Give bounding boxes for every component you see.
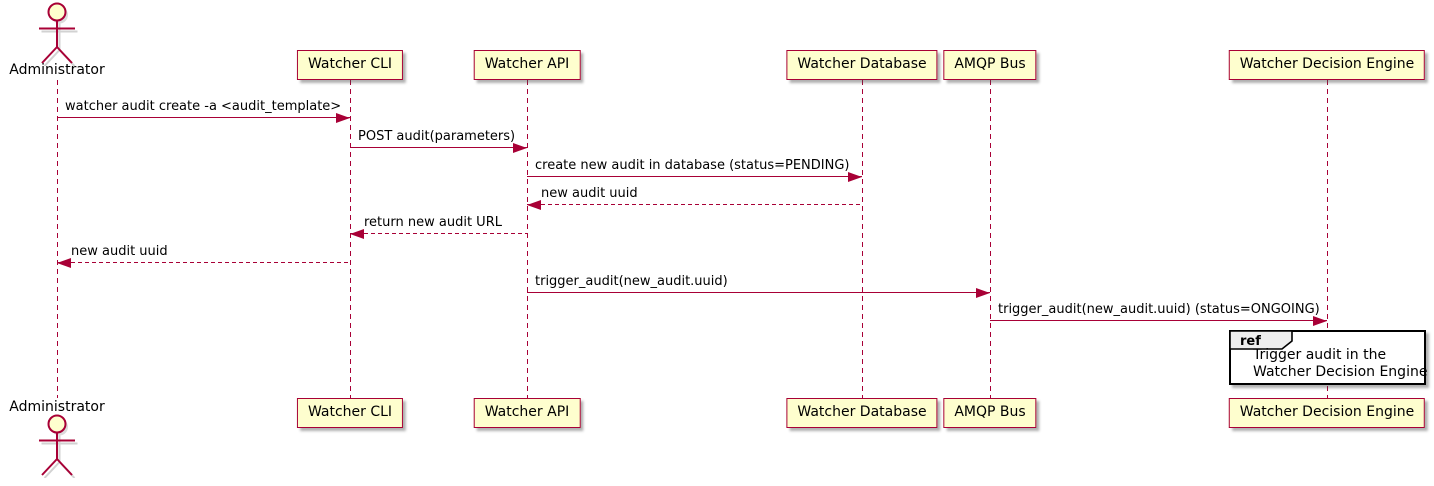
- participant-label-bottom-administrator: Administrator: [9, 399, 105, 415]
- participant-box-top-watcher-database: Watcher Database: [786, 50, 938, 80]
- participant-label-top-administrator: Administrator: [9, 62, 105, 78]
- message-label: new audit uuid: [71, 244, 168, 259]
- participant-box-top-watcher-cli: Watcher CLI: [296, 50, 404, 80]
- message-line-trigger-audit-new-audit-uuid-status-ongoing-: [990, 320, 1327, 322]
- arrowhead-icon: [976, 288, 990, 298]
- participant-box-bottom-watcher-cli: Watcher CLI: [296, 398, 404, 428]
- message-label: return new audit URL: [364, 215, 502, 230]
- message-line-create-new-audit-in-database-status-pending-: [527, 176, 862, 178]
- lifeline-watcher-database: [861, 80, 863, 398]
- arrowhead-icon: [513, 143, 527, 153]
- message-label: POST audit(parameters): [358, 129, 516, 144]
- participant-box-bottom-watcher-decision-engine: Watcher Decision Engine: [1228, 398, 1426, 428]
- message-label: watcher audit create -a <audit_template>: [65, 99, 342, 114]
- arrowhead-icon: [527, 200, 541, 210]
- ref-keyword: ref: [1240, 334, 1261, 349]
- message-label: trigger_audit(new_audit.uuid) (status=ON…: [998, 302, 1320, 317]
- ref-text-line: Trigger audit in the: [1253, 347, 1387, 363]
- arrowhead-icon: [848, 172, 862, 182]
- arrowhead-icon: [336, 113, 350, 123]
- arrowhead-icon: [350, 229, 364, 239]
- lifeline-administrator: [56, 80, 58, 398]
- ref-text-line: Watcher Decision Engine: [1253, 364, 1428, 380]
- lifeline-watcher-cli: [349, 80, 351, 398]
- participant-box-top-amqp-bus: AMQP Bus: [943, 50, 1037, 80]
- arrowhead-icon: [1313, 316, 1327, 326]
- message-line-return-new-audit-url: [350, 233, 527, 235]
- message-line-new-audit-uuid: [57, 262, 350, 264]
- message-line-trigger-audit-new-audit-uuid-: [527, 292, 990, 294]
- participant-box-bottom-watcher-api: Watcher API: [473, 398, 581, 428]
- lifeline-amqp-bus: [989, 80, 991, 398]
- message-line-post-audit-parameters-: [350, 147, 527, 149]
- message-label: trigger_audit(new_audit.uuid): [535, 274, 728, 289]
- participant-box-top-watcher-decision-engine: Watcher Decision Engine: [1228, 50, 1426, 80]
- message-label: create new audit in database (status=PEN…: [535, 158, 850, 173]
- arrowhead-icon: [57, 258, 71, 268]
- actor-administrator-icon: [30, 414, 84, 479]
- message-line-new-audit-uuid: [527, 204, 862, 206]
- message-line-watcher-audit-create-a-audit-template-: [57, 117, 350, 119]
- participant-box-bottom-amqp-bus: AMQP Bus: [943, 398, 1037, 428]
- ref-fragment: ref Trigger audit in the Watcher Decisio…: [1229, 330, 1427, 385]
- message-label: new audit uuid: [541, 186, 638, 201]
- participant-box-bottom-watcher-database: Watcher Database: [786, 398, 938, 428]
- lifeline-watcher-api: [526, 80, 528, 398]
- ref-tab-icon: ref: [1229, 330, 1293, 350]
- ref-text: Trigger audit in the Watcher Decision En…: [1253, 347, 1427, 381]
- lifeline-watcher-decision-engine: [1326, 80, 1328, 398]
- actor-administrator-icon: [30, 2, 84, 67]
- participant-box-top-watcher-api: Watcher API: [473, 50, 581, 80]
